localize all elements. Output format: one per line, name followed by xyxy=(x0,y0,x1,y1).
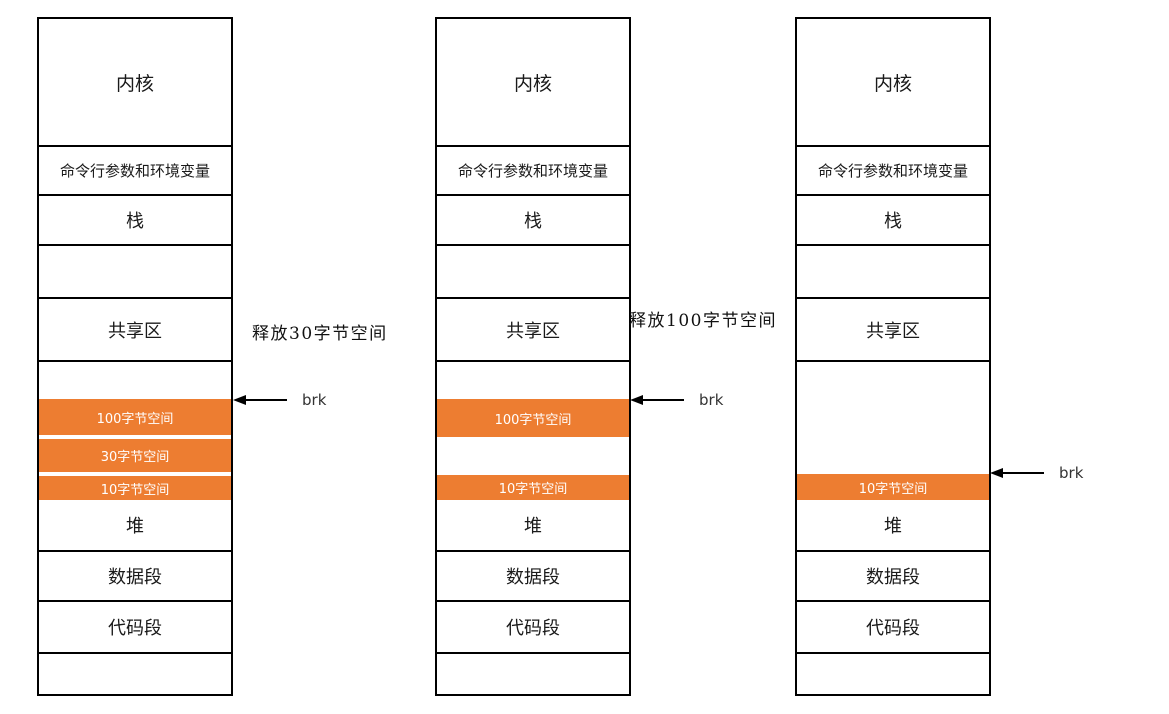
segment-stack-label: 栈 xyxy=(884,211,902,232)
segment-heap-label: 堆 xyxy=(524,516,542,537)
segment-shared: 共享区 xyxy=(797,299,989,362)
allocated-block-10: 10字节空间 xyxy=(39,476,231,500)
arrow-shaft xyxy=(643,399,684,401)
segment-empty xyxy=(437,246,629,299)
allocated-block-10: 10字节空间 xyxy=(437,475,629,500)
allocated-block-100-label: 100字节空间 xyxy=(494,412,572,428)
segment-stack: 栈 xyxy=(437,196,629,246)
segment-shared-label: 共享区 xyxy=(506,320,560,342)
segment-heap-label: 堆 xyxy=(884,516,902,537)
segment-empty xyxy=(797,246,989,299)
brk-label: brk xyxy=(302,391,327,409)
arrow-left-icon xyxy=(233,395,246,405)
segment-kernel-label: 内核 xyxy=(115,72,154,95)
brk-arrow-2: brk xyxy=(630,391,723,409)
segment-kernel: 内核 xyxy=(797,19,989,147)
segment-shared: 共享区 xyxy=(39,299,231,362)
segment-heap: 堆 xyxy=(39,500,231,552)
arrow-left-icon xyxy=(630,395,643,405)
segment-code-label: 代码段 xyxy=(506,618,560,639)
segment-kernel: 内核 xyxy=(437,19,629,147)
segment-code: 代码段 xyxy=(39,602,231,654)
arrow-shaft xyxy=(1003,472,1044,474)
segment-stack-label: 栈 xyxy=(524,211,542,232)
segment-stack: 栈 xyxy=(39,196,231,246)
segment-heap-growth-zone: 10字节空间 xyxy=(797,362,989,500)
segment-empty xyxy=(39,246,231,299)
segment-heap-growth-zone: 100字节空间 30字节空间 10字节空间 xyxy=(39,362,231,500)
segment-empty xyxy=(437,654,629,694)
annotation-free-100-bytes: 释放100字节空间 xyxy=(629,311,777,331)
brk-label: brk xyxy=(699,391,724,409)
segment-stack: 栈 xyxy=(797,196,989,246)
brk-label: brk xyxy=(1059,464,1084,482)
allocated-block-10-label: 10字节空间 xyxy=(100,482,170,498)
allocated-block-10-label: 10字节空间 xyxy=(498,482,568,497)
segment-heap: 堆 xyxy=(437,500,629,552)
segment-cmdline-label: 命令行参数和环境变量 xyxy=(59,162,210,180)
segment-cmdline-label: 命令行参数和环境变量 xyxy=(817,162,968,180)
segment-kernel-label: 内核 xyxy=(513,72,552,95)
allocated-block-100: 100字节空间 xyxy=(39,399,231,435)
memory-column-1: 内核 命令行参数和环境变量 栈 共享区 100字节空间 30字节空间 10字节空… xyxy=(37,17,233,696)
brk-arrow-1: brk xyxy=(233,391,326,409)
allocated-block-30-label: 30字节空间 xyxy=(100,450,170,465)
memory-column-3: 内核 命令行参数和环境变量 栈 共享区 10字节空间 堆 数据段 代码段 xyxy=(795,17,991,696)
segment-code-label: 代码段 xyxy=(866,618,920,639)
segment-data-label: 数据段 xyxy=(108,567,162,588)
annotation-free-30-bytes: 释放30字节空间 xyxy=(252,324,388,344)
segment-cmdline-env: 命令行参数和环境变量 xyxy=(797,147,989,196)
allocated-block-30: 30字节空间 xyxy=(39,439,231,472)
segment-shared: 共享区 xyxy=(437,299,629,362)
memory-column-2: 内核 命令行参数和环境变量 栈 共享区 100字节空间 10字节空间 堆 数据段… xyxy=(435,17,631,696)
segment-code-label: 代码段 xyxy=(108,618,162,639)
segment-heap: 堆 xyxy=(797,500,989,552)
arrow-shaft xyxy=(246,399,287,401)
segment-shared-label: 共享区 xyxy=(108,320,162,342)
segment-code: 代码段 xyxy=(797,602,989,654)
segment-kernel-label: 内核 xyxy=(873,72,912,95)
segment-cmdline-env: 命令行参数和环境变量 xyxy=(437,147,629,196)
allocated-block-100-label: 100字节空间 xyxy=(96,411,174,427)
segment-cmdline-label: 命令行参数和环境变量 xyxy=(457,162,608,180)
segment-data: 数据段 xyxy=(437,552,629,602)
segment-shared-label: 共享区 xyxy=(866,320,920,342)
segment-kernel: 内核 xyxy=(39,19,231,147)
allocated-block-10: 10字节空间 xyxy=(797,474,989,500)
segment-heap-label: 堆 xyxy=(126,516,144,537)
segment-data-label: 数据段 xyxy=(866,567,920,588)
segment-data-label: 数据段 xyxy=(506,567,560,588)
segment-heap-growth-zone: 100字节空间 10字节空间 xyxy=(437,362,629,500)
segment-empty xyxy=(797,654,989,694)
segment-data: 数据段 xyxy=(39,552,231,602)
allocated-block-10-label: 10字节空间 xyxy=(858,481,928,497)
segment-data: 数据段 xyxy=(797,552,989,602)
brk-arrow-3: brk xyxy=(990,464,1083,482)
allocated-block-100: 100字节空间 xyxy=(437,399,629,437)
segment-code: 代码段 xyxy=(437,602,629,654)
segment-stack-label: 栈 xyxy=(126,211,144,232)
segment-empty xyxy=(39,654,231,694)
arrow-left-icon xyxy=(990,468,1003,478)
segment-cmdline-env: 命令行参数和环境变量 xyxy=(39,147,231,196)
